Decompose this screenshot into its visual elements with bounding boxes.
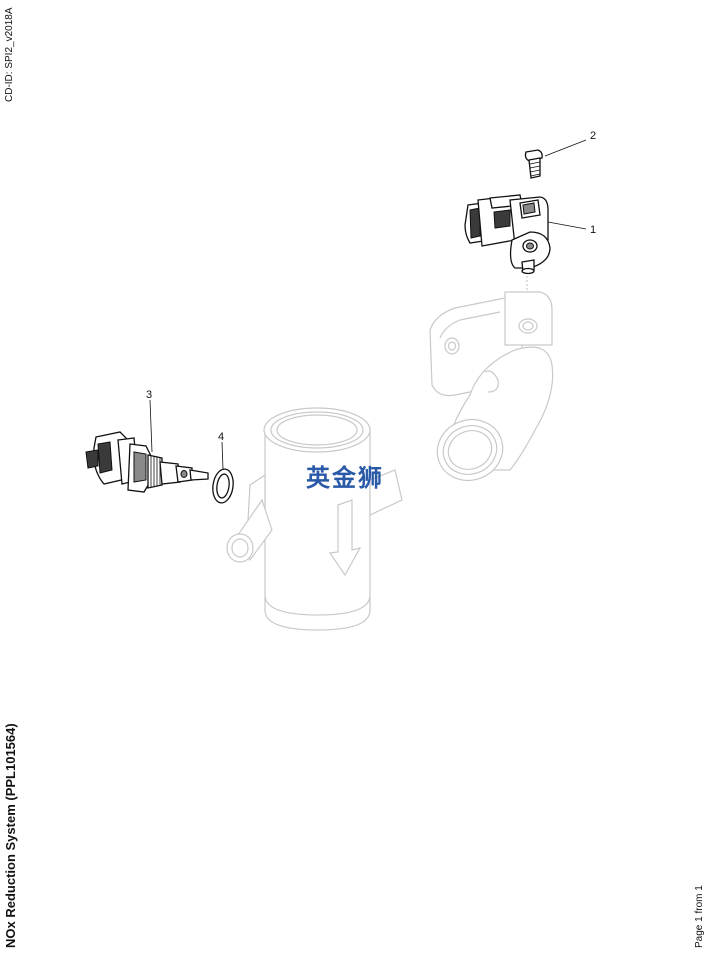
coolant-tee-pipe-ghost — [226, 407, 403, 631]
leader-line-2 — [544, 139, 587, 157]
callout-4: 4 — [218, 431, 224, 443]
callout-3: 3 — [146, 389, 152, 401]
thermostat-housing-ghost — [429, 272, 554, 481]
part-2-bolt — [524, 149, 543, 179]
leader-line-1 — [547, 221, 587, 230]
watermark-text: 英金狮 — [306, 464, 384, 492]
leader-line-4 — [221, 441, 224, 470]
part-3-temperature-sensor — [85, 431, 209, 493]
leader-line-3 — [149, 399, 153, 453]
part-4-washer — [212, 468, 234, 504]
callout-2: 2 — [590, 130, 596, 142]
part-1-sensor — [464, 194, 551, 275]
callout-1: 1 — [590, 224, 596, 236]
